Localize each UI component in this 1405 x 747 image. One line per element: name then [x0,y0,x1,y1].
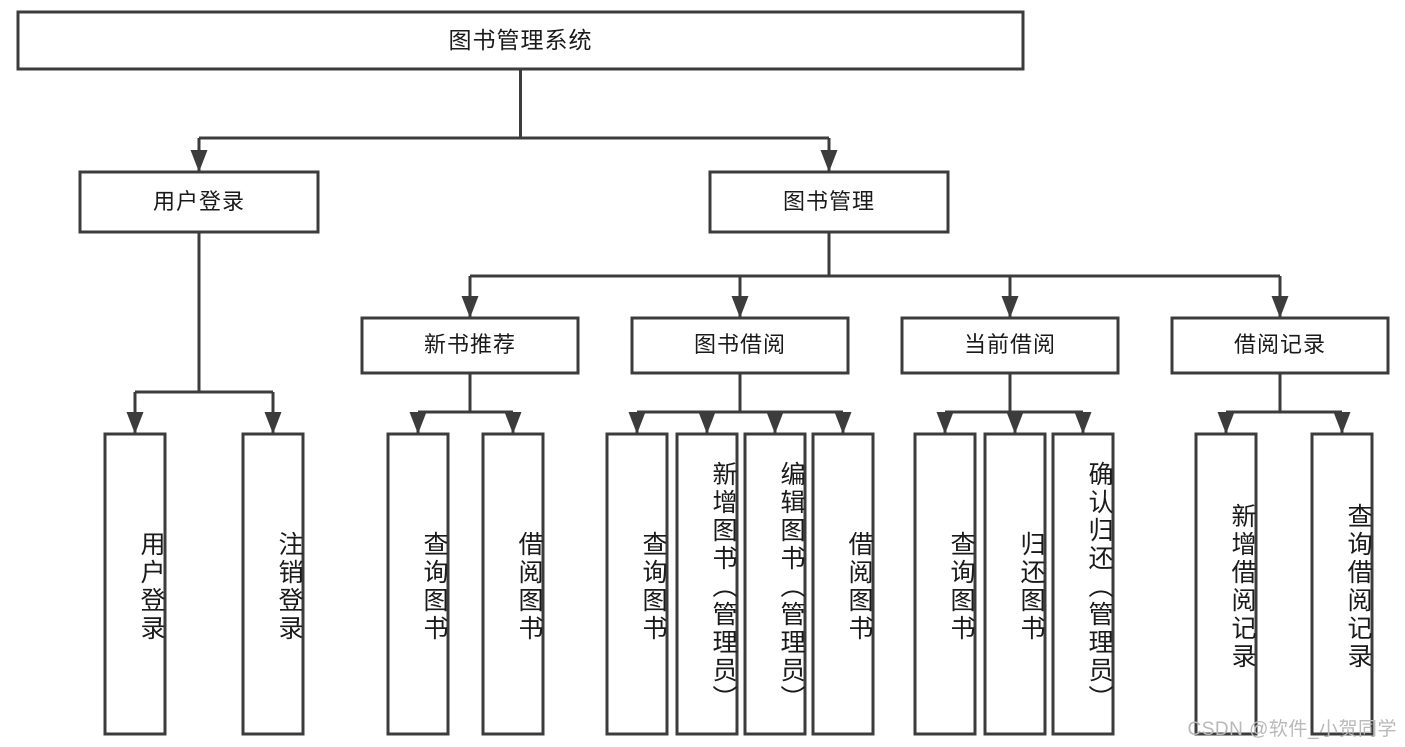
node-box-book-borrow[interactable] [630,316,850,375]
node-box-leaf-return-book[interactable] [983,432,1047,736]
node-boxes-layer [16,10,1390,736]
arrow-head-leaf-query-book-current [936,412,954,434]
node-box-leaf-add-borrow-record[interactable] [1194,432,1258,736]
node-box-leaf-confirm-return-admin[interactable] [1051,432,1115,736]
arrow-head-leaf-return-book [1006,412,1024,434]
arrow-head-leaf-borrow-book-recommend [504,412,522,434]
arrow-head-borrow-record [1271,296,1289,318]
arrow-head-book-borrow [731,296,749,318]
arrow-head-leaf-confirm-return-admin [1074,412,1092,434]
node-box-root[interactable] [16,10,1025,71]
node-box-current-borrow[interactable] [900,316,1120,375]
csdn-watermark: CSDN @软件_小贺同学 [1187,719,1397,740]
arrow-head-leaf-borrow-book [834,412,852,434]
arrow-head-user-login [190,150,208,172]
arrow-head-leaf-edit-book-admin [766,412,784,434]
node-box-leaf-add-book-admin[interactable] [675,432,739,736]
node-box-leaf-user-login[interactable] [103,432,167,736]
node-box-leaf-query-book-current[interactable] [913,432,977,736]
node-box-leaf-user-logout[interactable] [241,432,305,736]
node-box-book-manage[interactable] [708,170,950,234]
arrow-head-leaf-user-logout [264,412,282,434]
node-box-leaf-borrow-book[interactable] [811,432,875,736]
node-box-borrow-record[interactable] [1170,316,1390,375]
arrow-head-leaf-user-login [126,412,144,434]
arrow-head-leaf-query-book-recommend [409,412,427,434]
arrow-head-new-book-recommend [461,296,479,318]
node-box-leaf-borrow-book-recommend[interactable] [481,432,545,736]
arrow-head-book-manage [820,150,838,172]
node-box-user-login[interactable] [78,170,320,234]
arrow-head-leaf-add-book-admin [698,412,716,434]
node-box-leaf-query-book-borrow[interactable] [605,432,669,736]
connectors-layer [126,69,1351,434]
arrow-head-leaf-query-book-borrow [628,412,646,434]
node-box-leaf-query-borrow-record[interactable] [1310,432,1374,736]
arrow-head-leaf-add-borrow-record [1217,412,1235,434]
node-box-new-book-recommend[interactable] [360,316,580,375]
arrow-head-current-borrow [1001,296,1019,318]
node-box-leaf-query-book-recommend[interactable] [386,432,450,736]
node-box-leaf-edit-book-admin[interactable] [743,432,807,736]
arrow-head-leaf-query-borrow-record [1333,412,1351,434]
